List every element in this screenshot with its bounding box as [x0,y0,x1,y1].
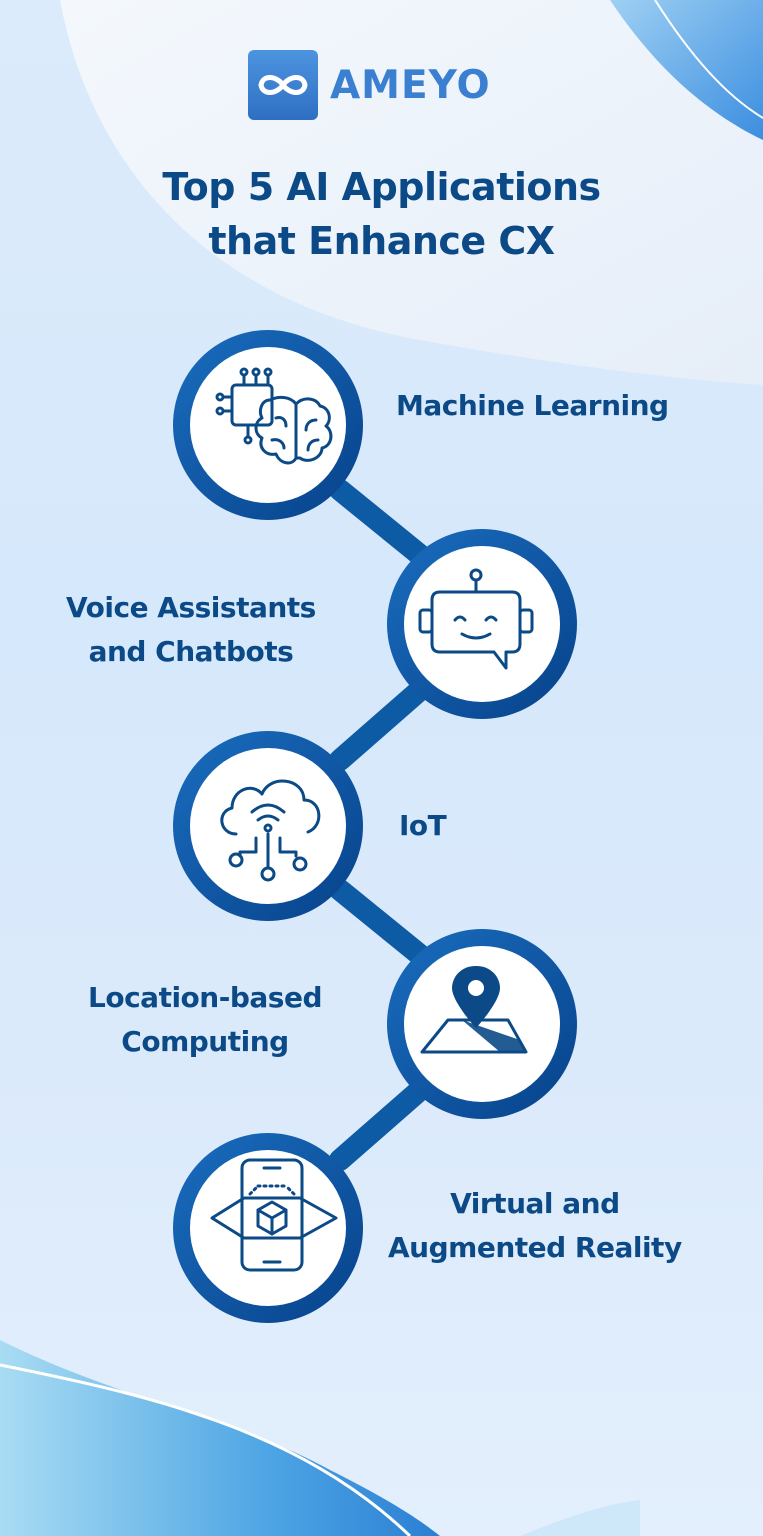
page-title: Top 5 AI Applications that Enhance CX [0,160,763,268]
node-face-5 [190,1150,346,1306]
step-label-machine-learning: Machine Learning [396,384,669,428]
cloud-network-icon [220,779,321,882]
step-label-line: Virtual and [450,1187,620,1220]
timeline-nodes [173,330,577,1323]
step-label-line: Voice Assistants [66,591,316,624]
ar-phone-cube-icon [210,1158,338,1272]
title-line-1: Top 5 AI Applications [162,165,601,209]
step-label-voice-assistants: Voice Assistants and Chatbots [66,586,316,674]
step-label-line: Machine Learning [396,389,669,422]
node-face-4 [404,946,560,1102]
step-label-location-based: Location-based Computing [88,976,322,1064]
step-label-iot: IoT [399,804,447,848]
map-pin-icon [420,966,528,1054]
step-label-line: IoT [399,809,447,842]
top-sheet-shape [60,0,763,385]
connector-4 [329,1079,431,1171]
chatbot-icon [418,568,534,670]
connector-2 [329,679,431,771]
top-corner-shape [610,0,763,140]
step-label-line: Augmented Reality [388,1231,682,1264]
infinity-icon [248,50,318,120]
step-label-line: Location-based [88,981,322,1014]
timeline-connectors [329,479,431,1171]
brand-logo: AMEYO [248,50,491,120]
node-face-2 [404,546,560,702]
top-corner-line [654,0,763,119]
bottom-wave-line [0,1363,412,1536]
bottom-wave-accent [520,1500,640,1536]
brand-name: AMEYO [330,62,491,108]
step-label-virtual-augmented: Virtual and Augmented Reality [388,1182,682,1270]
brain-circuit-icon [215,367,333,465]
title-line-2: that Enhance CX [208,219,555,263]
step-label-line: Computing [121,1025,289,1058]
step-label-line: and Chatbots [88,635,294,668]
connector-3 [329,879,431,966]
connector-1 [329,479,431,566]
